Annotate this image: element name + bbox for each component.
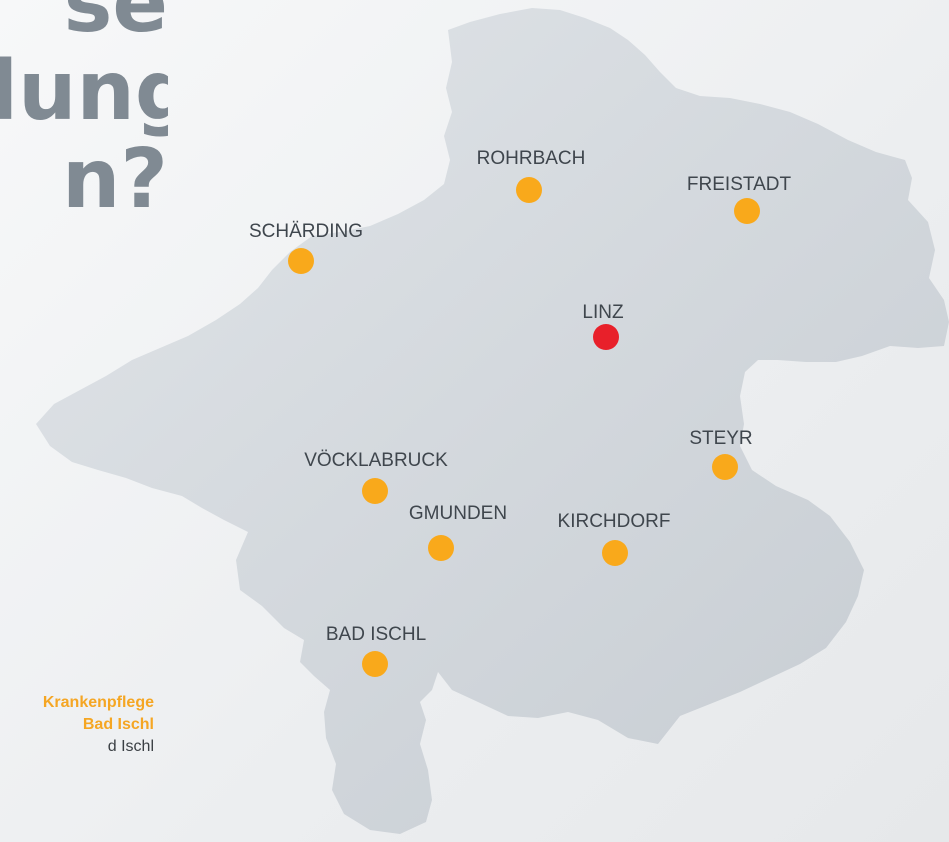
city-marker-bad-ischl[interactable] [362, 651, 388, 677]
city-label-freistadt: FREISTADT [687, 174, 792, 195]
city-marker-linz[interactable] [593, 324, 619, 350]
city-label-bad-ischl: BAD ISCHL [326, 624, 426, 645]
city-label-gmunden: GMUNDEN [409, 503, 507, 524]
city-marker-sch-rding[interactable] [288, 248, 314, 274]
upper-austria-region [36, 8, 949, 834]
city-label-steyr: STEYR [689, 428, 752, 449]
info-address-line: d Ischl [107, 738, 154, 755]
city-marker-freistadt[interactable] [734, 198, 760, 224]
info-location-line: Bad Ischl [82, 716, 154, 733]
city-label-sch-rding: SCHÄRDING [249, 221, 363, 242]
city-marker-gmunden[interactable] [428, 535, 454, 561]
city-label-kirchdorf: KIRCHDORF [558, 511, 671, 532]
city-marker-kirchdorf[interactable] [602, 540, 628, 566]
info-title-line: Krankenpflege [42, 694, 154, 711]
headline-line-1: se [63, 0, 168, 51]
city-marker-steyr[interactable] [712, 454, 738, 480]
city-markers: ROHRBACH FREISTADT SCHÄRDING LINZ STEYR VÖCKL… [249, 148, 791, 677]
headline-line-3: n? [62, 132, 168, 224]
headline: se lung n? [0, 0, 168, 224]
city-label-v-cklabruck: VÖCKLABRUCK [304, 450, 448, 471]
headline-line-2: lung [0, 44, 168, 139]
city-label-linz: LINZ [582, 302, 624, 323]
location-info: Krankenpflege Bad Ischl d Ischl [43, 692, 154, 758]
city-marker-rohrbach[interactable] [516, 177, 542, 203]
city-label-rohrbach: ROHRBACH [477, 148, 586, 169]
city-marker-v-cklabruck[interactable] [362, 478, 388, 504]
